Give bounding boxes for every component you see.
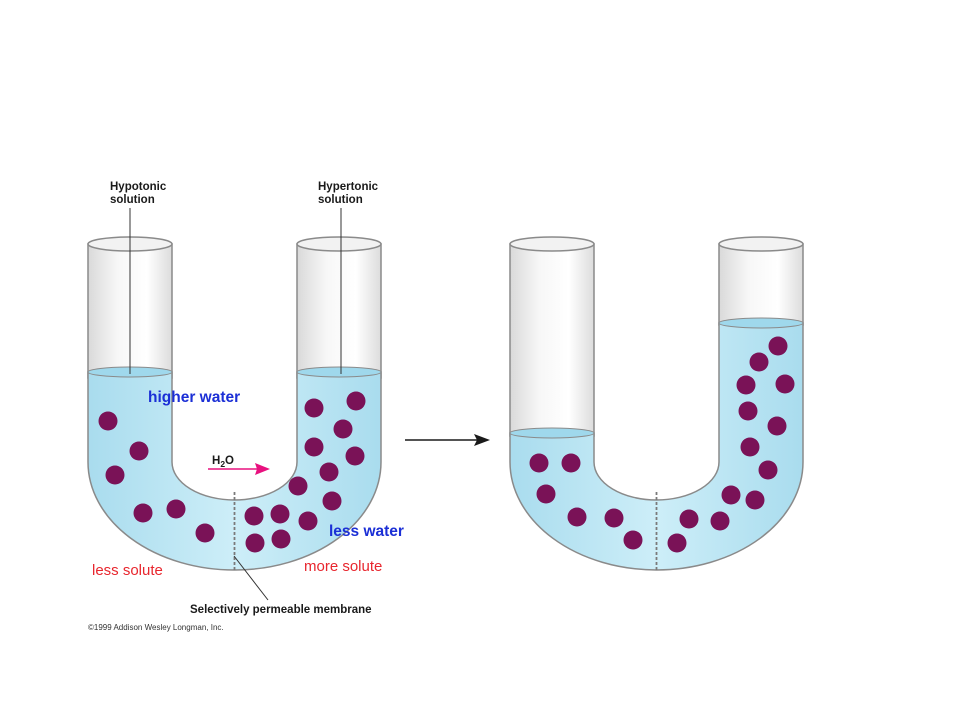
- solute-particle: [767, 416, 787, 436]
- water-flow-arrowhead: [255, 463, 270, 475]
- copyright-text: ©1999 Addison Wesley Longman, Inc.: [88, 623, 224, 632]
- right-tube-rim-right: [718, 236, 804, 252]
- solute-particle: [736, 375, 756, 395]
- solute-particle: [133, 503, 153, 523]
- solute-particle: [604, 508, 624, 528]
- solute-particle: [745, 490, 765, 510]
- hypertonic-label-line1: Hypertonic: [318, 181, 379, 193]
- solute-particle: [768, 336, 788, 356]
- right-tube-glass-right-arm: [718, 243, 804, 326]
- solute-particle: [105, 465, 125, 485]
- solute-particle: [679, 509, 699, 529]
- right-tube-surface-right: [718, 317, 804, 329]
- left-tube-surface-right: [296, 366, 382, 378]
- solute-particle: [245, 533, 265, 553]
- more-solute-label: more solute: [304, 558, 382, 575]
- water-formula-h: H: [212, 455, 220, 467]
- less-water-label: less water: [329, 523, 404, 540]
- left-tube-glass-right-arm: [296, 243, 382, 379]
- solute-particle: [319, 462, 339, 482]
- right-tube-solutes-left: [529, 453, 643, 550]
- membrane-label: Selectively permeable membrane: [190, 604, 372, 616]
- water-formula-o: O: [225, 455, 234, 467]
- solute-particle: [270, 504, 290, 524]
- solute-particle: [271, 529, 291, 549]
- solute-particle: [98, 411, 118, 431]
- solute-particle: [322, 491, 342, 511]
- hypotonic-label-line1: Hypotonic: [110, 181, 167, 193]
- right-tube-water: [509, 322, 804, 571]
- solute-particle: [667, 533, 687, 553]
- solute-particle: [288, 476, 308, 496]
- left-u-tube: [87, 208, 382, 601]
- right-tube-rim-left: [509, 236, 595, 252]
- left-tube-solutes-low: [98, 411, 215, 543]
- less-solute-label: less solute: [92, 562, 163, 579]
- solute-particle: [304, 437, 324, 457]
- solute-particle: [129, 441, 149, 461]
- right-tube-glass-left-arm: [509, 243, 595, 437]
- transition-arrowhead: [474, 434, 490, 446]
- solute-particle: [333, 419, 353, 439]
- water-formula-label: H2O: [212, 455, 234, 469]
- left-tube-rim-right: [296, 236, 382, 252]
- solute-particle: [298, 511, 318, 531]
- right-tube-solutes-right: [667, 336, 795, 553]
- solute-particle: [721, 485, 741, 505]
- solute-particle: [244, 506, 264, 526]
- membrane-callout-line: [233, 555, 269, 601]
- higher-water-label: higher water: [148, 389, 240, 406]
- solute-particle: [738, 401, 758, 421]
- solute-particle: [567, 507, 587, 527]
- solute-particle: [536, 484, 556, 504]
- solute-particle: [561, 453, 581, 473]
- solute-particle: [346, 391, 366, 411]
- solute-particle: [195, 523, 215, 543]
- hypertonic-label-line2: solution: [318, 194, 363, 206]
- right-tube-surface-left: [509, 427, 595, 439]
- left-tube-solutes-high: [244, 391, 366, 553]
- solute-particle: [529, 453, 549, 473]
- water-formula-subscript: 2: [220, 459, 225, 469]
- solute-particle: [775, 374, 795, 394]
- solute-particle: [710, 511, 730, 531]
- solute-particle: [623, 530, 643, 550]
- solute-particle: [345, 446, 365, 466]
- right-u-tube: [509, 236, 804, 571]
- solute-particle: [166, 499, 186, 519]
- solute-particle: [758, 460, 778, 480]
- solute-particle: [740, 437, 760, 457]
- solute-particle: [304, 398, 324, 418]
- hypotonic-label-line2: solution: [110, 194, 155, 206]
- solute-particle: [749, 352, 769, 372]
